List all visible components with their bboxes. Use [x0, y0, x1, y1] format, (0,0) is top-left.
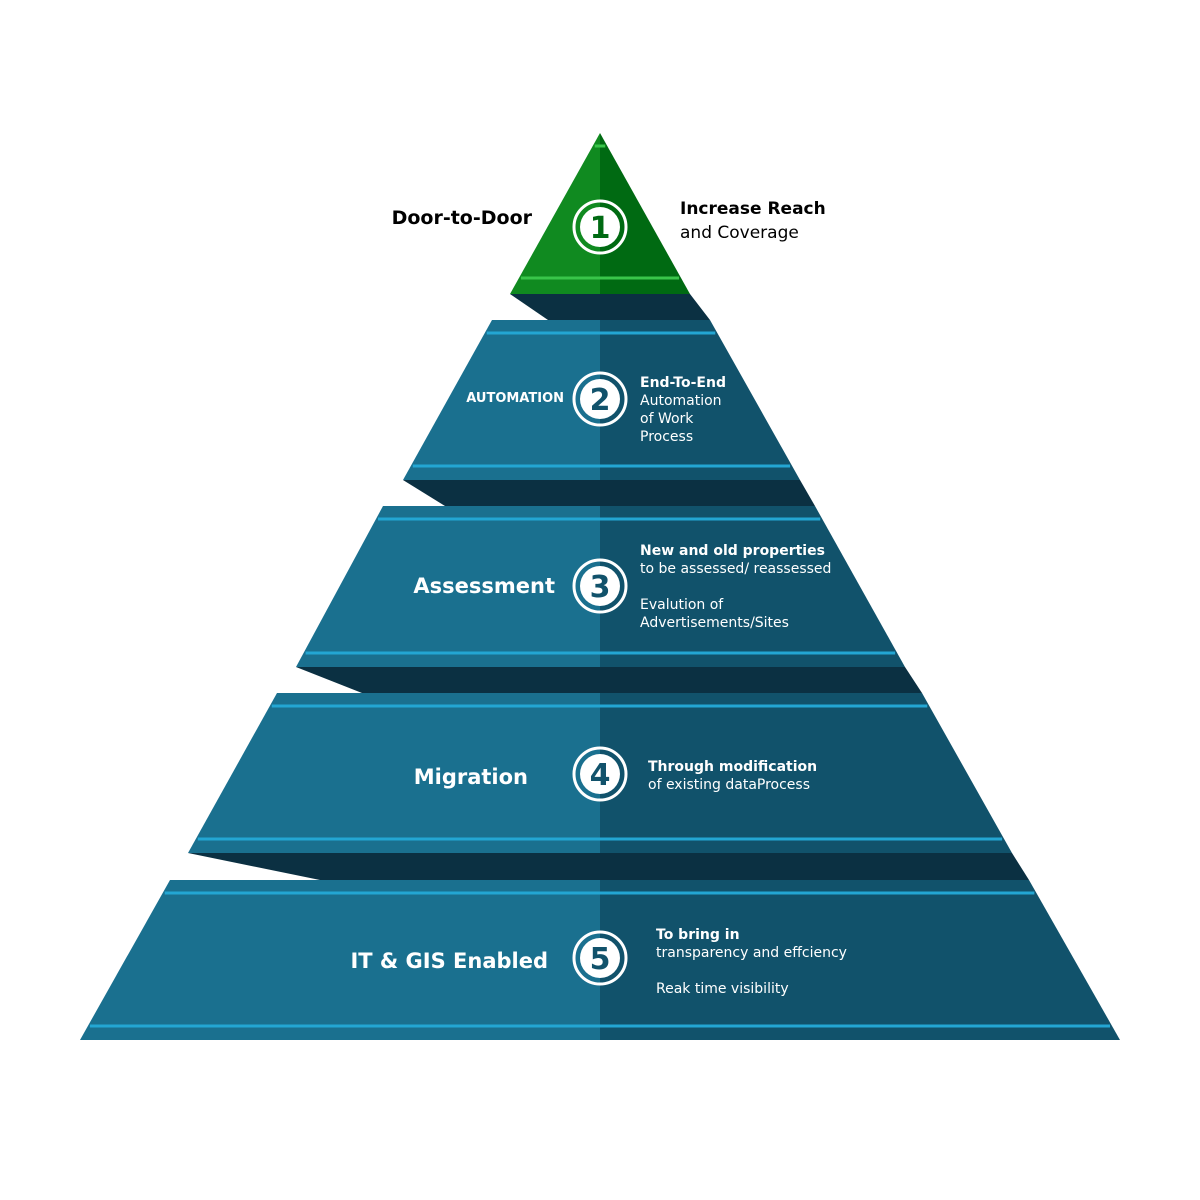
tier-5-number: 5 — [590, 942, 611, 977]
tier-3-left-label: Assessment — [413, 574, 555, 598]
tier-2-description-line-4: Process — [640, 429, 693, 445]
tier-4-left-label: Migration — [414, 765, 528, 789]
tier-2-description-line-2: Automation — [640, 393, 722, 409]
tier-5-description-line-1: To bring in — [656, 927, 740, 943]
tier-2-number: 2 — [590, 383, 611, 418]
tier-2-description-line-3: of Work — [640, 411, 694, 427]
tier-1-description-line-2: and Coverage — [680, 223, 799, 243]
tier-2-left-label: AUTOMATION — [466, 391, 564, 406]
tier-shadow-3 — [296, 667, 922, 693]
tier-4-left-face — [188, 693, 600, 853]
tier-2-left-face — [403, 320, 600, 480]
tier-4-description-line-1: Through modification — [648, 759, 817, 775]
tier-4-number: 4 — [590, 758, 611, 793]
tier-3-left-face — [296, 506, 600, 667]
tier-3-description-line-2: to be assessed/ reassessed — [640, 561, 831, 577]
tier-4-badge-ring — [572, 746, 628, 802]
tier-1-right-face — [600, 133, 690, 294]
tier-1-badge-disc — [580, 207, 620, 247]
tier-2-right-face — [600, 320, 800, 480]
tier-2-badge-disc — [580, 379, 620, 419]
tier-5-left-label: IT & GIS Enabled — [350, 949, 548, 973]
tier-3-number: 3 — [590, 570, 611, 605]
tier-3-right-face — [600, 506, 905, 667]
tier-shadow-4 — [188, 853, 1029, 880]
tier-5-description-line-2: transparency and effciency — [656, 945, 847, 961]
tier-2-description-line-1: End-To-End — [640, 375, 726, 391]
tier-3-description-line-5: Advertisements/Sites — [640, 615, 789, 631]
tier-5-description-line-4: Reak time visibility — [656, 981, 789, 997]
tier-3-badge-disc — [580, 566, 620, 606]
tier-3-description-line-4: Evalution of — [640, 597, 724, 613]
tier-2-badge-ring — [572, 371, 628, 427]
tier-shadow-1 — [510, 294, 710, 320]
tier-4-badge-disc — [580, 754, 620, 794]
tier-4-right-face — [600, 693, 1012, 853]
tier-1-left-face — [510, 133, 600, 294]
tier-5-right-face — [600, 880, 1120, 1040]
tier-1-badge-ring — [572, 199, 628, 255]
tier-4-description-line-2: of existing dataProcess — [648, 777, 810, 793]
tier-3-description-line-1: New and old properties — [640, 543, 825, 559]
tier-1-number: 1 — [590, 211, 611, 246]
tier-shadow-2 — [403, 480, 815, 506]
tier-1-description-line-1: Increase Reach — [680, 199, 826, 219]
tier-3-badge-ring — [572, 558, 628, 614]
tier-1-left-label: Door-to-Door — [392, 207, 533, 229]
tier-5-left-face — [80, 880, 600, 1040]
tier-5-badge-ring — [572, 930, 628, 986]
tier-5-badge-disc — [580, 938, 620, 978]
